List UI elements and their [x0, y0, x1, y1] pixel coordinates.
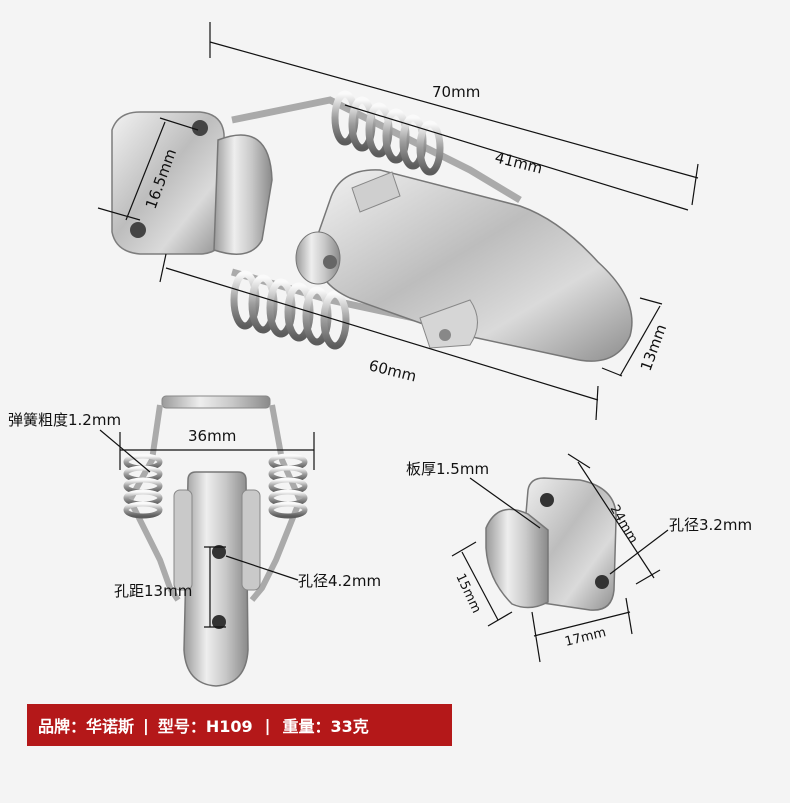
banner-separator: | [143, 715, 149, 735]
pivot-rivet [323, 255, 337, 269]
lower-spring [230, 270, 350, 350]
spring-spacing-label: 36mm [188, 427, 236, 445]
left-wire [126, 404, 181, 602]
hole-pitch-label: 孔距13mm [114, 582, 192, 600]
keeper-plate-photo: 板厚1.5mm 孔径3.2mm 24mm 15mm 17mm [406, 453, 752, 663]
right-side-tab [241, 489, 261, 591]
plate-hole-diameter-label: 孔径3.2mm [669, 516, 752, 534]
body-hole-diameter-label: 孔径4.2mm [298, 572, 381, 590]
latch-hinge [351, 171, 401, 213]
overall-length-label: 70mm [432, 83, 480, 101]
main-latch-photo: 70mm 41mm 16.5mm 60mm 13mm [97, 22, 699, 421]
latch-pivot [295, 231, 341, 285]
front-view-photo: 36mm 弹簧粗度1.2mm 孔距13mm 孔径4.2mm [8, 395, 381, 687]
dimension-lines-keeper [451, 453, 669, 663]
front-hole-bottom [212, 615, 226, 629]
keeper-small-hole-bottom [595, 575, 609, 589]
banner-separator: | [264, 715, 271, 735]
left-spring [123, 453, 163, 519]
top-bar [161, 395, 271, 409]
latch-width-label: 13mm [637, 322, 670, 374]
keeper-hole-bottom [130, 222, 146, 238]
weight-text: 重量：33克 [282, 717, 369, 736]
dimension-lines-front [99, 429, 315, 628]
wire-gauge-label: 弹簧粗度1.2mm [8, 411, 121, 429]
plate-base-label: 17mm [563, 625, 607, 650]
keeper-small-hole-top [540, 493, 554, 507]
right-wire [249, 404, 304, 602]
keeper-hole-top [192, 120, 208, 136]
latch-body [314, 169, 633, 362]
brand-text: 品牌：华诺斯 [38, 717, 135, 736]
plate-thickness-label: 板厚1.5mm [406, 460, 489, 478]
hook-height-label: 15mm [452, 571, 483, 615]
latch-base-tab [419, 299, 478, 349]
spec-banner: 品牌：华诺斯 | 型号：H109 | 重量：33克 [27, 704, 452, 746]
dimension-lines-main [97, 22, 699, 421]
left-side-tab [173, 489, 193, 591]
front-hole-top [212, 545, 226, 559]
right-spring [268, 453, 308, 519]
keeper-small-hook [485, 508, 549, 609]
keeper-hook [213, 134, 273, 255]
body-length-label: 60mm [367, 356, 418, 385]
front-latch-body [183, 471, 249, 687]
upper-spring [331, 90, 444, 176]
base-rivet [439, 329, 451, 341]
model-text: 型号：H109 [157, 717, 253, 736]
spring-length-label: 41mm [493, 148, 544, 177]
